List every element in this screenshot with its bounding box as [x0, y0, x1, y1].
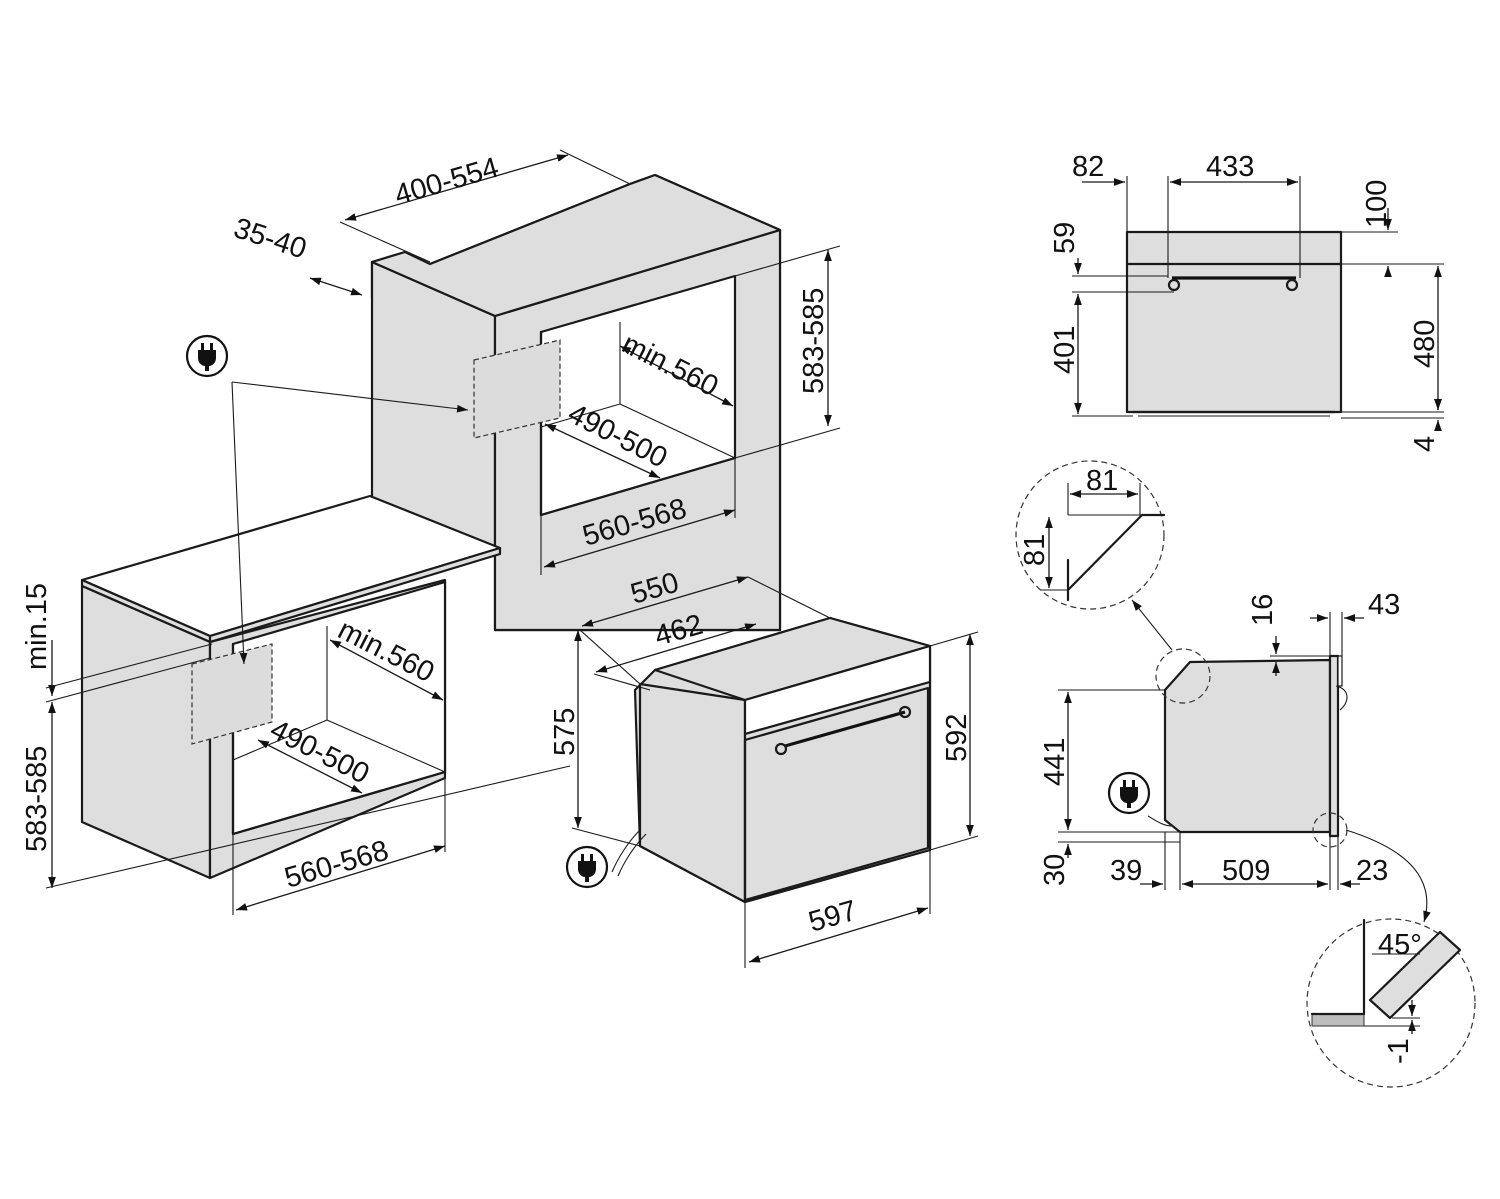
- power-plug-icon: [185, 334, 229, 378]
- detail-corner-view: [1015, 460, 1166, 610]
- label-400-554: 400-554: [391, 152, 502, 212]
- label-509: 509: [1222, 855, 1270, 887]
- oven-isometric: [611, 616, 932, 904]
- side-view: [1147, 648, 1348, 848]
- leader-lines: [231, 381, 1431, 923]
- label-81-horizontal: 81: [1086, 465, 1118, 497]
- label-82: 82: [1072, 151, 1104, 183]
- label-23: 23: [1356, 855, 1388, 887]
- label-16: 16: [1247, 594, 1279, 626]
- label-minus1: -1: [1383, 1038, 1415, 1064]
- label-4: 4: [1409, 436, 1441, 452]
- label-45-degree: 45°: [1378, 929, 1422, 961]
- label-560-568-lower: 560-568: [281, 835, 392, 895]
- label-81-vertical: 81: [1019, 534, 1051, 566]
- label-441: 441: [1039, 738, 1071, 786]
- detail-door-bevel: [1306, 918, 1476, 1088]
- label-35-40: 35-40: [230, 212, 310, 265]
- label-583-585-lower: 583-585: [21, 746, 53, 852]
- dimension-lines: [45, 149, 1444, 1034]
- label-597: 597: [805, 895, 860, 939]
- label-59: 59: [1049, 222, 1081, 254]
- label-592: 592: [941, 714, 973, 762]
- label-401: 401: [1049, 326, 1081, 374]
- label-100: 100: [1361, 180, 1393, 228]
- label-43: 43: [1368, 589, 1400, 621]
- power-plug-icon: [1107, 771, 1151, 815]
- label-583-585-upper: 583-585: [798, 288, 830, 394]
- power-plug-icon: [565, 845, 609, 889]
- label-480: 480: [1409, 320, 1441, 368]
- socket-zone-upper: [473, 339, 561, 439]
- label-575: 575: [549, 708, 581, 756]
- lower-undercounter-unit: [80, 494, 502, 880]
- label-30: 30: [1039, 854, 1071, 886]
- label-433: 433: [1206, 151, 1254, 183]
- front-view: [1125, 230, 1343, 417]
- label-min15: min.15: [21, 583, 53, 670]
- socket-zone-lower: [191, 643, 273, 745]
- label-39: 39: [1110, 855, 1142, 887]
